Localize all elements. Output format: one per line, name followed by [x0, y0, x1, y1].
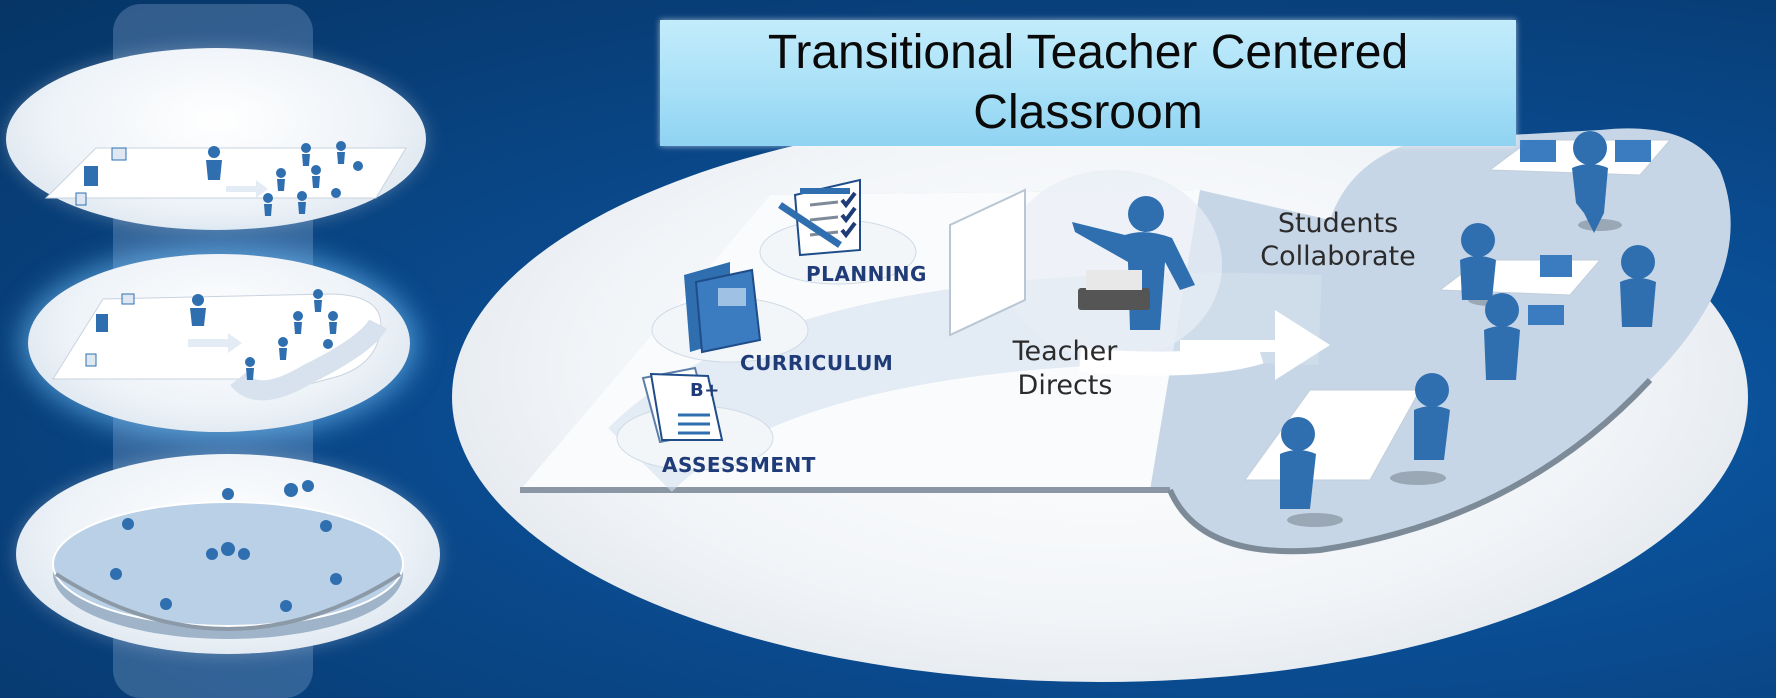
students-collaborate-label: Students Collaborate	[1248, 207, 1428, 273]
teacher-directs-line1: Teacher	[1012, 336, 1118, 367]
student-figures	[1280, 131, 1656, 509]
thumbnail-student-centered[interactable]	[16, 454, 440, 654]
thumbnail-transitional-scene	[52, 289, 387, 401]
assessment-paper-icon	[641, 366, 724, 444]
assessment-grade-label: B+	[690, 380, 720, 401]
thumbnail-student-centered-scene	[52, 480, 404, 639]
teacher-directs-label: Teacher Directs	[990, 335, 1140, 403]
projector-icon	[1078, 288, 1150, 310]
students-collaborate-line2: Collaborate	[1260, 241, 1416, 272]
assessment-label: ASSESSMENT	[662, 453, 816, 477]
slide-title-banner: Transitional Teacher Centered Classroom	[660, 20, 1516, 146]
thumbnail-transitional[interactable]	[28, 254, 410, 432]
planning-label: PLANNING	[806, 262, 927, 286]
curriculum-label: CURRICULUM	[740, 351, 894, 375]
curriculum-books-icon	[684, 262, 762, 354]
thumbnail-teacher-centered-scene	[44, 141, 407, 216]
thumbnail-teacher-centered[interactable]	[6, 48, 426, 230]
students-collaborate-line1: Students	[1277, 208, 1399, 239]
whiteboard	[949, 188, 1026, 337]
slide-title: Transitional Teacher Centered Classroom	[767, 26, 1409, 139]
teacher-directs-line2: Directs	[1017, 370, 1113, 401]
planning-checklist-icon	[778, 178, 861, 257]
